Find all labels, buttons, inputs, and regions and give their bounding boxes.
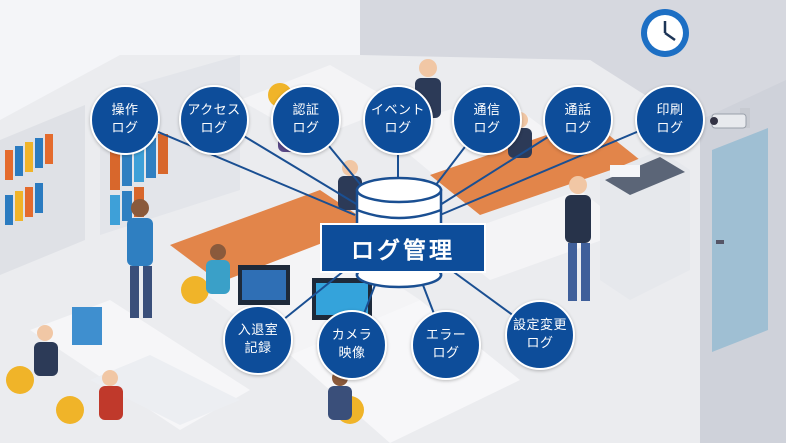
copier xyxy=(600,150,690,300)
person-seated-3 xyxy=(99,370,123,420)
node-line-1: エラー xyxy=(425,328,467,343)
node-line-2: ログ xyxy=(432,346,460,361)
person-seated-2 xyxy=(34,325,58,376)
chair-3 xyxy=(56,396,84,424)
node-line-1: 通信 xyxy=(473,103,501,118)
node-line-2: ログ xyxy=(526,336,554,351)
node-line-2: ログ xyxy=(292,121,320,136)
monitor-1-screen xyxy=(242,270,286,300)
door xyxy=(712,128,768,352)
node-line-1: 印刷 xyxy=(656,103,684,118)
person-standing-left xyxy=(127,199,153,318)
entry-exit-record-node: 入退室 記録 xyxy=(223,305,293,375)
bookshelf-left xyxy=(0,105,85,275)
person-seated-1 xyxy=(206,244,230,294)
node-line-2: 映像 xyxy=(338,346,366,361)
call-log-node: 通話 ログ xyxy=(543,85,613,155)
node-line-2: ログ xyxy=(111,121,139,136)
chair-1 xyxy=(181,276,209,304)
wall-clock-icon xyxy=(641,9,689,57)
node-line-2: 記録 xyxy=(244,341,272,356)
connector-print xyxy=(439,117,671,216)
connector-operation xyxy=(124,117,356,216)
event-log-node: イベント ログ xyxy=(363,85,433,155)
node-line-1: 操作 xyxy=(111,103,139,118)
node-line-2: ログ xyxy=(200,121,228,136)
door-handle xyxy=(716,240,724,244)
node-line-2: ログ xyxy=(384,121,412,136)
node-line-1: アクセス xyxy=(187,103,241,118)
auth-log-node: 認証 ログ xyxy=(271,85,341,155)
person-standing-right xyxy=(565,176,591,301)
desk-bottom-left-2 xyxy=(90,355,240,425)
error-log-node: エラー ログ xyxy=(411,310,481,380)
communication-log-node: 通信 ログ xyxy=(452,85,522,155)
node-line-2: ログ xyxy=(473,121,501,136)
node-line-1: カメラ xyxy=(331,328,373,343)
node-line-1: イベント xyxy=(370,103,425,118)
node-line-1: 通話 xyxy=(564,103,592,118)
node-line-1: 設定変更 xyxy=(512,318,567,333)
chair-2 xyxy=(6,366,34,394)
node-line-2: ログ xyxy=(656,121,684,136)
node-line-1: 入退室 xyxy=(237,323,279,338)
security-camera-icon xyxy=(710,108,750,129)
access-log-node: アクセス ログ xyxy=(179,85,249,155)
print-log-node: 印刷 ログ xyxy=(635,85,705,155)
log-management-label: ログ管理 xyxy=(320,223,486,273)
laptop-screen xyxy=(72,307,102,345)
settings-change-log-node: 設定変更 ログ xyxy=(505,300,575,370)
camera-footage-node: カメラ 映像 xyxy=(317,310,387,380)
node-line-2: ログ xyxy=(564,121,592,136)
node-line-1: 認証 xyxy=(292,103,320,118)
person-seated-6 xyxy=(338,160,362,210)
monitor-2-screen xyxy=(316,283,368,315)
operation-log-node: 操作 ログ xyxy=(90,85,160,155)
